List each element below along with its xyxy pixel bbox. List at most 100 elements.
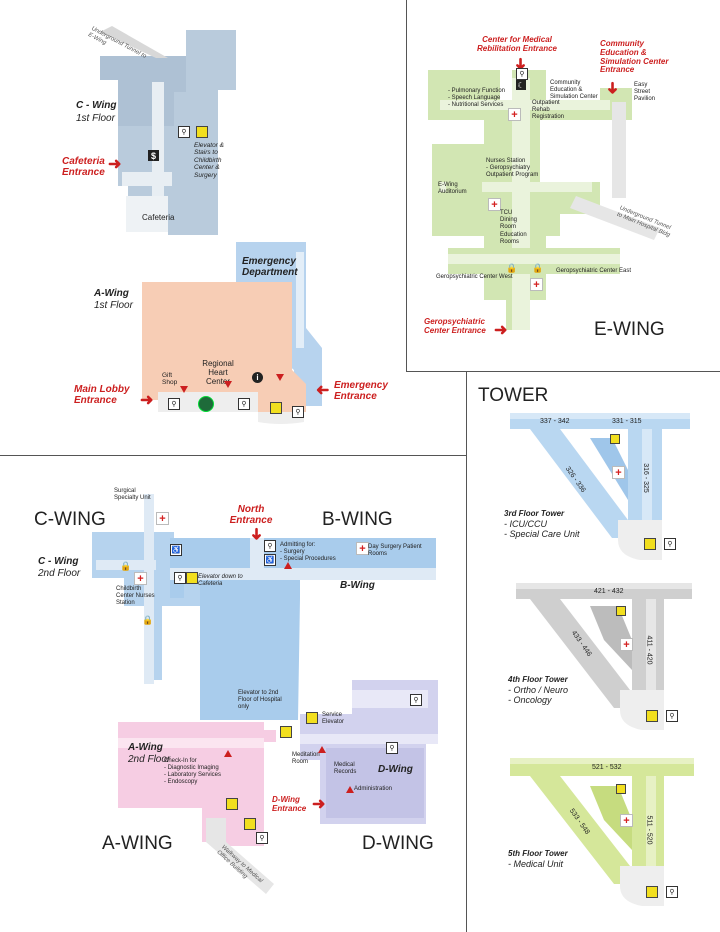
e-wing-first-aid-icon-1: +: [508, 108, 521, 121]
easy-street-label: Easy Street Pavilion: [634, 82, 656, 102]
floor3-range-right: 331 - 315: [612, 418, 642, 425]
floor3-range-vert: 316 - 325: [641, 463, 649, 493]
pulmonary-services-label: - Pulmonary Function - Speech Language -…: [448, 88, 506, 108]
tower-floor-5-area: [510, 758, 694, 906]
administration-marker-icon: [346, 786, 354, 793]
d-wing-area: [300, 680, 438, 824]
d-wing-entrance-label[interactable]: D-Wing Entrance: [272, 795, 307, 813]
emergency-entrance-arrow-icon: ➜: [316, 382, 330, 399]
c-wing-1st-floor-area: [100, 26, 236, 235]
b-wing-restroom-icon: ⚲: [174, 572, 186, 584]
c-wing-1st-floor: 1st Floor: [76, 113, 115, 124]
floor4-range-top: 421 - 432: [594, 588, 624, 595]
gift-shop-marker-icon: [180, 386, 188, 393]
floor3-elevator-icon: [644, 538, 656, 550]
floor4-range-vert: 411 - 420: [645, 635, 653, 665]
floor4-restroom-icon: ⚲: [666, 710, 678, 722]
coffee-shop-icon: [198, 396, 214, 412]
lobby-restroom-icon-2: ⚲: [238, 398, 250, 410]
c-wing-first-aid-icon: +: [134, 572, 147, 585]
e-wing-title: E-WING: [594, 319, 665, 340]
cafeteria-label: Cafeteria: [142, 213, 175, 222]
gero-east-label: Geropsychiatric Center East: [556, 268, 632, 274]
heart-center-marker-icon: [224, 381, 232, 388]
north-entrance-label[interactable]: North Entrance: [229, 504, 273, 526]
restroom-icon: ⚲: [178, 126, 190, 138]
moon-icon: ☾: [516, 80, 526, 90]
floor4-elevator-icon-top: [616, 606, 626, 616]
cafeteria-elevator-icon: [186, 572, 198, 584]
c-wing-lock-icon-1: 🔒: [120, 561, 132, 571]
c-wing-2nd-floor-area: [92, 484, 202, 684]
gero-west-lock-icon: 🔒: [506, 263, 518, 273]
e-wing-first-aid-icon-3: +: [530, 278, 543, 291]
regional-heart-center-label: Regional Heart Center: [202, 359, 234, 386]
floor3-elevator-icon-top: [610, 434, 620, 444]
a-wing-1st-floor: 1st Floor: [94, 300, 133, 311]
e-wing-auditorium-label: E-Wing Auditorium: [438, 182, 467, 195]
divider-e-wing-left: [406, 0, 407, 372]
divider-e-wing-bottom: [406, 371, 720, 372]
cafeteria-entrance-label[interactable]: Cafeteria Entrance: [62, 156, 105, 178]
rehab-entrance-label[interactable]: Center for Medical Rebilitation Entrance: [476, 35, 557, 53]
floor5-units: - Medical Unit: [508, 859, 564, 869]
north-entrance-arrow-icon: ➜: [247, 527, 265, 541]
gero-entrance-label[interactable]: Geropsychiatric Center Entrance: [424, 317, 486, 335]
community-center-label: Community Education & Simulation Center: [550, 80, 598, 100]
elevator-icon: [196, 126, 208, 138]
emergency-entrance-label[interactable]: Emergency Entrance: [334, 380, 388, 402]
floor3-first-aid-icon: +: [612, 466, 625, 479]
surgical-unit-label: Surgical Specialty Unit: [114, 488, 151, 501]
gero-east-lock-icon: 🔒: [532, 263, 544, 273]
surgical-unit-first-aid-icon: +: [156, 512, 169, 525]
floor5-restroom-icon: ⚲: [666, 886, 678, 898]
main-lobby-entrance-label[interactable]: Main Lobby Entrance: [74, 384, 130, 406]
floor3-range-left: 337 - 342: [540, 418, 570, 425]
a-wing-restroom-icon: ⚲: [256, 832, 268, 844]
c-wing-2nd-floor: 2nd Floor: [38, 568, 81, 579]
meditation-marker-icon: [318, 746, 326, 753]
main-lobby-arrow-icon: ➜: [140, 392, 154, 409]
a-wing-elevator-icon-2: [244, 818, 256, 830]
d-wing-label: D-Wing: [378, 764, 413, 775]
admitting-restroom-icon: ⚲: [264, 540, 276, 552]
outpatient-rehab-label: Outpatient Rehab Registration: [532, 100, 565, 120]
floor3-name: 3rd Floor Tower: [504, 509, 565, 518]
accessible-icon: ♿: [170, 544, 182, 556]
tcu-dining-label: TCU Dining Room: [500, 210, 518, 230]
admitting-label: Admitting for: - Surgery - Special Proce…: [280, 542, 336, 562]
e-wing-area: [428, 70, 660, 330]
a-wing-2nd-floor: 2nd Floor: [128, 754, 171, 765]
floor4-name: 4th Floor Tower: [508, 675, 568, 684]
gift-shop-label: Gift Shop: [162, 372, 178, 387]
b-wing-area: [170, 538, 436, 720]
d-wing-big-label: D-WING: [362, 833, 434, 854]
floor4-units: - Ortho / Neuro - Oncology: [508, 685, 569, 705]
e-wing-restroom-icon-1: ⚲: [516, 68, 528, 80]
b-wing-label: B-Wing: [340, 580, 375, 591]
a-wing-elevator-icon: [226, 798, 238, 810]
administration-label: Administration: [354, 786, 393, 792]
d-wing-restroom-icon-2: ⚲: [386, 742, 398, 754]
a-wing-2nd-title: A-Wing: [128, 742, 163, 753]
floor4-first-aid-icon: +: [620, 638, 633, 651]
community-entrance-arrow-icon: ➜: [603, 81, 621, 95]
gero-west-label: Geropsychiatric Center West: [436, 274, 513, 280]
emergency-department-label: Emergency Department: [242, 256, 298, 278]
day-surgery-first-aid-icon: +: [356, 542, 369, 555]
a-wing-big-label: A-WING: [102, 833, 173, 854]
c-wing-2nd-title: C - Wing: [38, 556, 79, 567]
c-wing-elevator-label: Elevator & Stairs to Childbirth Center &…: [194, 142, 224, 179]
tower-floor-3-area: [510, 413, 690, 560]
info-icon: i: [252, 372, 263, 383]
medical-records-label: Medical Records: [334, 762, 357, 775]
service-elevator-label: Service Elevator: [322, 712, 345, 725]
community-entrance-label[interactable]: Community Education & Simulation Center …: [600, 39, 669, 75]
b-wing-big-label: B-WING: [322, 509, 393, 530]
floor5-range-top: 521 - 532: [592, 764, 622, 771]
divider-tower-left: [466, 372, 467, 932]
education-rooms-label: Education Rooms: [500, 232, 527, 245]
c-wing-big-label: C-WING: [34, 509, 106, 530]
info-marker-icon: [276, 374, 284, 381]
floor5-range-vert: 511 - 520: [645, 815, 653, 845]
